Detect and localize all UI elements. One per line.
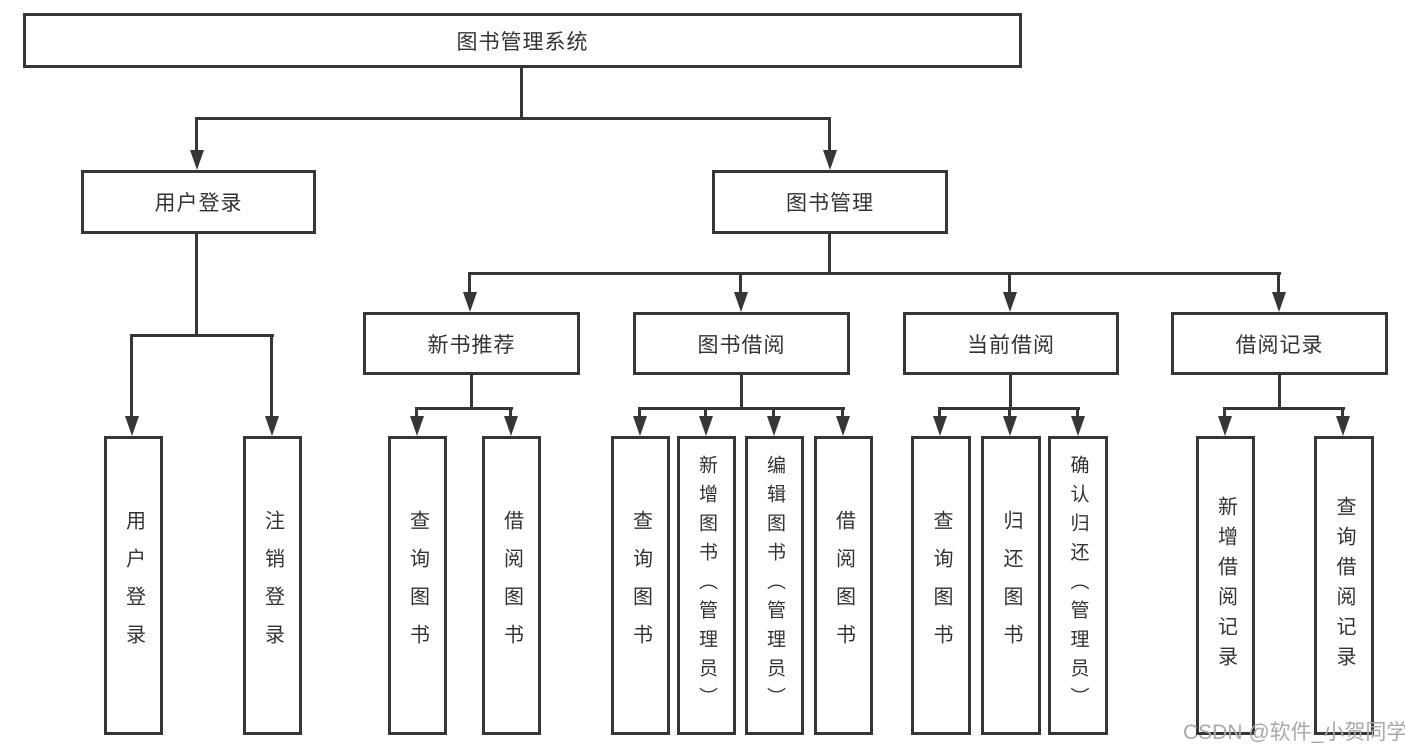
node-user-login: 用户登录 [81,170,316,234]
node-label: 新增借阅记录 [1214,495,1237,676]
connector-leaf-stub [1223,407,1226,418]
connector-leaf-stub [938,407,941,418]
node-label: 图书管理系统 [456,30,589,54]
node-label: 借阅记录 [1235,333,1324,357]
arrowhead-icon [633,416,647,436]
node-book-borrow: 图书借阅 [633,312,850,375]
node-label: 新书推荐 [427,333,516,357]
node-new-book-recommend: 新书推荐 [363,312,580,375]
connector-book-borrow-bar [638,407,845,410]
connector-to-book-management [828,117,831,153]
node-leaf-confirm-return-admin: 确认归还（管理员） [1048,436,1108,735]
node-label: 查询图书 [406,509,429,662]
arrowhead-icon [504,416,518,436]
node-leaf-add-borrow-record: 新增借阅记录 [1196,436,1255,735]
connector-leaf-stub [704,407,707,418]
node-label: 查询图书 [629,509,652,662]
connector-new-book-bar [415,407,513,410]
connector-leaf-stub [638,407,641,418]
arrowhead-icon [410,416,424,436]
connector-to-new-book [468,272,471,294]
arrowhead-icon [1003,292,1017,312]
node-leaf-query-books-current: 查询图书 [911,436,971,735]
connector-leaf-stub [1076,407,1079,418]
node-label: 当前借阅 [967,333,1055,357]
node-label: 用户登录 [154,192,243,215]
node-borrow-records: 借阅记录 [1171,312,1388,375]
arrowhead-icon [1272,292,1286,312]
connector-user-login-stem [195,234,198,337]
arrowhead-icon [1218,416,1232,436]
node-leaf-borrow-books: 借阅图书 [814,436,873,735]
node-leaf-borrow-books-recommend: 借阅图书 [482,436,541,735]
connector-book-borrow-stem [740,375,743,410]
node-current-borrow: 当前借阅 [903,312,1119,375]
connector-leaf-stub [841,407,844,418]
arrowhead-icon [933,416,947,436]
node-label: 图书借阅 [697,333,786,357]
node-leaf-edit-books-admin: 编辑图书（管理员） [745,436,804,735]
node-label: 归还图书 [1000,509,1022,662]
connector-book-management-stem [828,234,831,275]
connector-to-borrow-records [1277,272,1280,294]
node-label: 编辑图书（管理员） [764,455,785,716]
node-leaf-query-borrow-record: 查询借阅记录 [1314,436,1374,735]
connector-user-login-bar [130,334,274,337]
node-leaf-user-login: 用户登录 [104,436,163,735]
node-label: 确认归还（管理员） [1067,455,1089,716]
connector-to-book-borrow [739,272,742,294]
arrowhead-icon [463,292,477,312]
connector-leaf-stub [415,407,418,418]
connector-current-borrow-stem [1009,375,1012,410]
connector-to-current-borrow [1008,272,1011,294]
connector-to-leaf-user-login [130,334,133,418]
node-label: 用户登录 [122,509,145,662]
csdn-watermark: CSDN @软件_小贺同学 [1183,721,1405,744]
node-label: 借阅图书 [500,509,523,662]
arrowhead-icon [767,416,781,436]
connector-root-stem [520,68,523,120]
node-label: 查询借阅记录 [1333,495,1355,676]
connector-to-user-login [195,117,198,153]
node-library-management-system: 图书管理系统 [23,13,1022,68]
arrowhead-icon [190,150,204,170]
node-leaf-add-books-admin: 新增图书（管理员） [677,436,736,735]
arrowhead-icon [1336,416,1350,436]
connector-level2-bar [468,272,1281,275]
arrowhead-icon [1071,416,1085,436]
node-leaf-query-books-recommend: 查询图书 [388,436,447,735]
node-label: 借阅图书 [832,509,855,662]
connector-borrow-records-stem [1278,375,1281,410]
arrowhead-icon [836,416,850,436]
arrowhead-icon [1003,416,1017,436]
connector-level1-bar [195,117,831,120]
node-label: 新增图书（管理员） [696,455,717,716]
arrowhead-icon [265,416,279,436]
arrowhead-icon [823,150,837,170]
arrowhead-icon [734,292,748,312]
node-leaf-query-books-borrow: 查询图书 [611,436,670,735]
connector-leaf-stub [1341,407,1344,418]
node-leaf-return-books: 归还图书 [981,436,1041,735]
arrowhead-icon [699,416,713,436]
node-label: 注销登录 [261,509,284,662]
connector-borrow-records-bar [1223,407,1345,410]
connector-to-leaf-logout [270,334,273,418]
node-label: 查询图书 [930,509,952,662]
connector-leaf-stub [509,407,512,418]
node-book-management: 图书管理 [712,170,948,234]
connector-new-book-stem [470,375,473,410]
node-leaf-logout: 注销登录 [243,436,302,735]
arrowhead-icon [125,416,139,436]
node-label: 图书管理 [786,192,874,215]
connector-leaf-stub [1008,407,1011,418]
connector-leaf-stub [772,407,775,418]
